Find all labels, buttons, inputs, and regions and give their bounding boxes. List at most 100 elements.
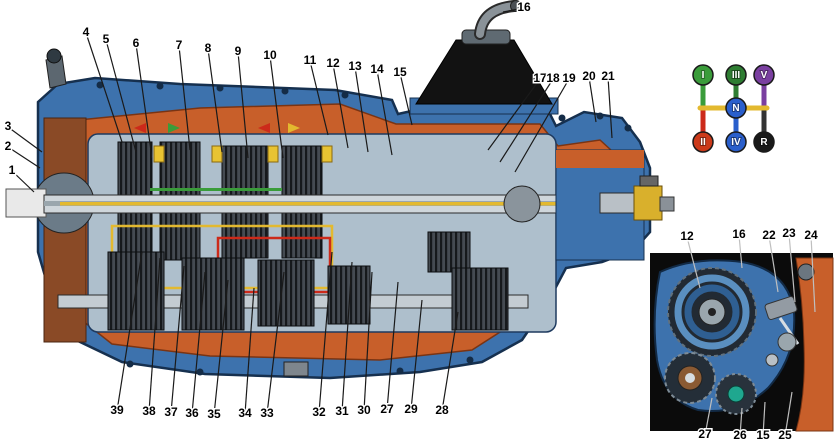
callout-2: 2 (5, 139, 12, 153)
callout-13: 13 (348, 59, 362, 73)
arrow-red-left-1 (134, 123, 146, 133)
case-bolt (216, 84, 224, 92)
case-bolt (596, 112, 604, 120)
arrow-yellow-right-2 (288, 123, 300, 133)
callout-leader-23 (788, 233, 796, 303)
callout-leader-34 (244, 287, 255, 415)
shift-gear-label-IV: IV (731, 137, 741, 148)
callout-leader-37 (170, 265, 185, 414)
gearbox-cutaway (5, 48, 675, 380)
callout-8: 8 (205, 41, 212, 55)
synchro-ring-4 (321, 145, 333, 163)
inset-roller-small (765, 353, 779, 367)
callout-31: 31 (335, 404, 349, 418)
callout-35: 35 (207, 407, 221, 421)
callout-21: 21 (601, 69, 615, 83)
callout-4: 4 (83, 25, 90, 39)
shift-gear-label-II: II (700, 137, 706, 148)
callout-leader-3 (7, 126, 43, 153)
callout-leader-30 (363, 271, 373, 412)
callout-20: 20 (582, 69, 596, 83)
shift-gear-V (753, 64, 775, 86)
callout-leader-31 (341, 261, 353, 413)
inset-bolt-head (797, 263, 815, 281)
callout-leader-13 (354, 66, 369, 153)
callout-leader-15 (399, 72, 413, 126)
shift-gear-I (692, 64, 714, 86)
case-bolt (396, 367, 404, 375)
callout-9: 9 (235, 44, 242, 58)
callout-leader-27 (386, 281, 399, 411)
shift-gear-label-N: N (732, 103, 739, 114)
callout-38: 38 (142, 404, 156, 418)
callout-24: 24 (804, 228, 818, 242)
inset-drum-ring-outer (674, 274, 750, 350)
case-bolt (624, 124, 632, 132)
synchro-ring-2 (211, 145, 223, 163)
callout-leader-16 (502, 7, 525, 13)
callout-leader-8 (207, 48, 223, 153)
case-bolts (96, 81, 632, 376)
callout-16: 16 (517, 0, 531, 14)
drain-plug (283, 361, 309, 377)
synchro-ring-1 (153, 145, 165, 163)
callout-leader-7 (178, 45, 191, 151)
callout-27: 27 (380, 402, 394, 416)
arrow-green-right-1 (168, 123, 180, 133)
callout-leader-10 (269, 55, 284, 159)
callout-11: 11 (304, 53, 317, 67)
callout-39: 39 (110, 403, 124, 417)
highlight-line-green (150, 188, 282, 191)
callout-leader-2 (7, 146, 41, 169)
callout-36: 36 (185, 406, 199, 420)
inset-gear-lower-mid-hub (727, 385, 745, 403)
synchro-ring-3 (267, 145, 279, 163)
shift-gear-label-R: R (760, 137, 768, 148)
shift-gear-label-I: I (702, 70, 705, 81)
fifth-gear (427, 231, 471, 273)
callout-leader-27 (704, 397, 713, 436)
callout-leader-32 (318, 251, 333, 414)
arrow-red-left-2 (258, 123, 270, 133)
callout-leader-14 (376, 69, 393, 156)
callout-29: 29 (404, 402, 418, 416)
case-bolt (466, 356, 474, 364)
callout-15: 15 (756, 428, 770, 442)
shifter-boot (415, 39, 553, 105)
callout-3: 3 (5, 119, 12, 133)
rear-gear (451, 267, 509, 331)
case-bolt (196, 368, 204, 376)
counter-gear-2 (181, 257, 245, 331)
callout-leader-12 (686, 236, 701, 289)
callout-12: 12 (680, 229, 694, 243)
callout-23: 23 (782, 226, 796, 240)
shift-gear-IV (725, 131, 747, 153)
callout-leader-4 (85, 32, 123, 143)
callout-12: 12 (326, 56, 340, 70)
callout-33: 33 (260, 406, 274, 420)
shift-gear-R (753, 131, 775, 153)
inset-detail-view (650, 253, 834, 432)
callout-28: 28 (435, 403, 449, 417)
callout-leader-12 (332, 63, 349, 149)
callout-leader-35 (213, 279, 229, 416)
callout-25: 25 (778, 428, 792, 442)
shift-gear-III (725, 64, 747, 86)
callout-leader-29 (410, 299, 423, 411)
gear-shift-lever (409, 0, 559, 115)
callout-7: 7 (176, 38, 183, 52)
callout-leader-33 (266, 271, 285, 415)
inset-gear-lower-left-pin (685, 373, 695, 383)
case-bolt (341, 91, 349, 99)
case-bolt (96, 81, 104, 89)
callout-15: 15 (393, 65, 407, 79)
shift-gear-label-V: V (761, 70, 768, 81)
counter-gear-4 (327, 265, 371, 325)
case-bolt (156, 82, 164, 90)
callout-18: 18 (546, 71, 560, 85)
shift-gear-II (692, 131, 714, 153)
callout-1: 1 (9, 163, 16, 177)
